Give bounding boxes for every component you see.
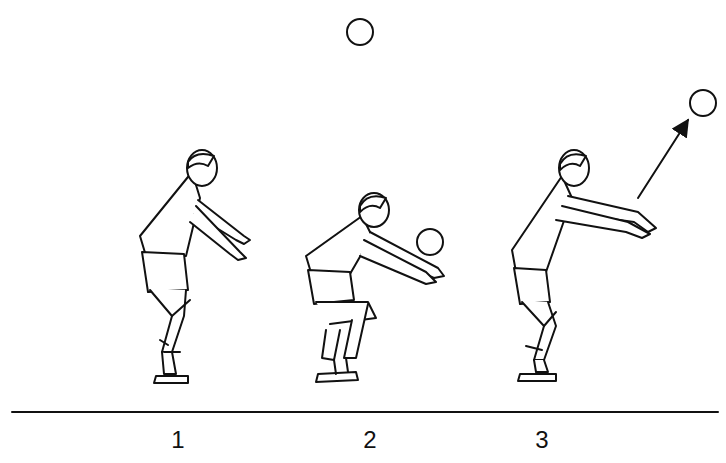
callout-number: 1 xyxy=(171,428,184,452)
floor-line xyxy=(12,411,718,413)
player-contact xyxy=(306,193,444,382)
callout-number: 2 xyxy=(363,428,376,452)
player-ready xyxy=(140,150,250,383)
ball xyxy=(417,229,443,255)
player-follow-through xyxy=(512,150,656,381)
ball-path-arrow xyxy=(638,120,688,198)
ball xyxy=(347,19,373,45)
ball xyxy=(690,90,716,116)
callout-number: 3 xyxy=(535,428,548,452)
